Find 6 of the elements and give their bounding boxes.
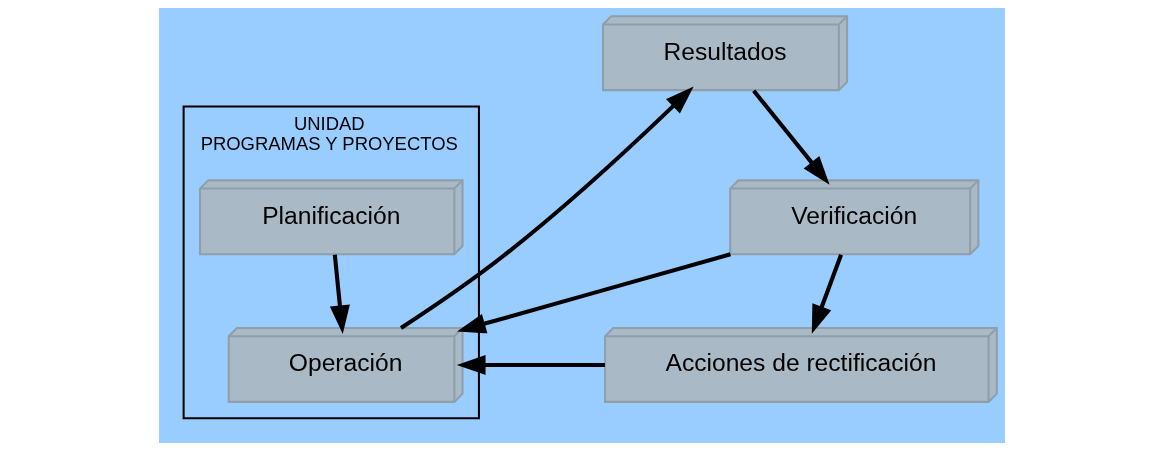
arrow: [811, 254, 843, 334]
arrow: [399, 86, 694, 330]
arrow: [752, 89, 830, 185]
arrow: [457, 252, 732, 334]
arrow: [456, 354, 605, 376]
arrow: [329, 254, 350, 334]
